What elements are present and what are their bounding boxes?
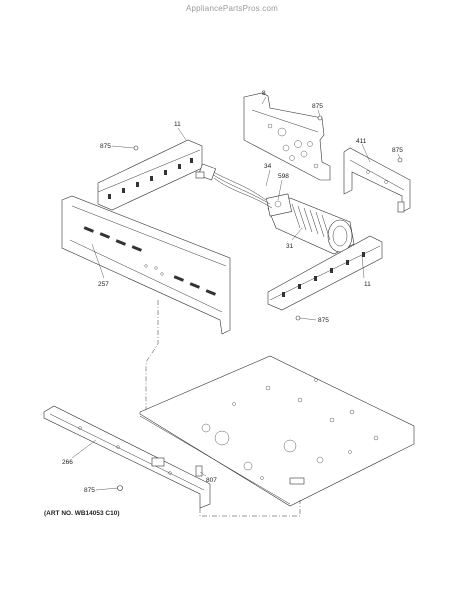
- watermark: AppliancePartsPros.com: [186, 4, 278, 13]
- alignment-lines: [145, 300, 301, 517]
- part-side-bracket[interactable]: [343, 147, 411, 213]
- part-wire-harness[interactable]: [195, 163, 273, 209]
- part-bottom-rail[interactable]: [43, 405, 211, 509]
- callout-labels: 8 875 11 875 411 875 34 598 31 257 11 87…: [62, 90, 403, 494]
- part-rear-panel[interactable]: [243, 92, 331, 181]
- callout-807: 807: [206, 477, 217, 484]
- callout-34: 34: [264, 163, 272, 170]
- callout-875-rear: 875: [312, 103, 323, 110]
- callout-11-lower: 11: [364, 281, 371, 288]
- part-fan-motor[interactable]: [266, 193, 355, 255]
- callout-257: 257: [98, 281, 109, 288]
- callout-598: 598: [278, 173, 289, 180]
- callout-411: 411: [356, 138, 367, 145]
- callout-31: 31: [286, 243, 294, 250]
- art-number: (ART NO. WB14053 C10): [44, 510, 120, 517]
- leader-lines: [71, 96, 401, 491]
- callout-8: 8: [262, 90, 266, 97]
- part-screws[interactable]: [117, 115, 403, 491]
- part-upper-bracket[interactable]: [97, 139, 203, 211]
- part-base-plate[interactable]: [139, 355, 415, 507]
- part-lower-bracket[interactable]: [267, 235, 383, 311]
- callout-266: 266: [62, 459, 73, 466]
- callout-11-upper: 11: [174, 121, 181, 128]
- part-front-panel[interactable]: [61, 195, 231, 335]
- callout-875-upper: 875: [100, 143, 111, 150]
- callout-875-rail: 875: [84, 487, 95, 494]
- callout-875-bracket: 875: [392, 147, 403, 154]
- callout-875-lower: 875: [318, 317, 329, 324]
